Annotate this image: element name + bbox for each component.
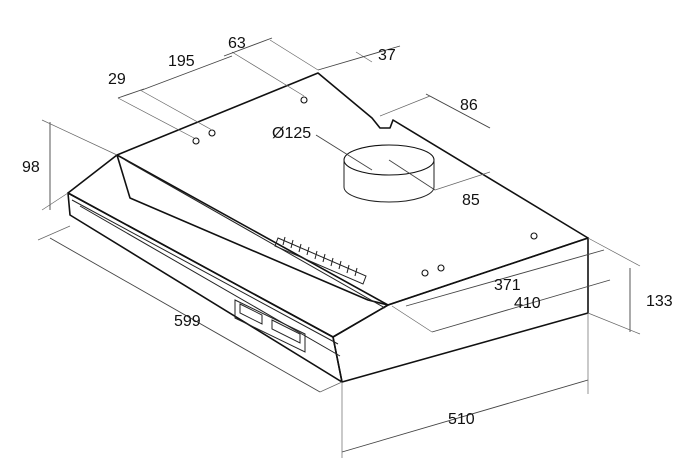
control-panel [234,299,306,353]
dim-85: 85 [462,192,480,209]
exhaust-outlet [343,144,435,203]
hood-front-face [67,154,389,338]
dim-37: 37 [378,47,396,64]
grille-frame [274,237,367,285]
dim-410: 410 [514,295,541,312]
mounting-hole [208,129,216,137]
dim-63: 63 [228,35,246,52]
front-inner-edge [71,199,339,345]
control-panel-frame [234,299,306,353]
dim-133: 133 [646,293,673,310]
hood-top-panel [116,72,589,306]
top-front-edge [124,159,386,309]
mounting-hole [421,269,429,277]
dim-510: 510 [448,411,475,428]
switch-right [271,319,301,344]
mounting-hole [437,264,445,272]
hood-bottom-strip [67,192,343,383]
hood-right-side [332,237,589,383]
dim-195: 195 [168,53,195,70]
dim-371: 371 [494,277,521,294]
dim-98: 98 [22,159,40,176]
dimension-labels: 63 195 29 37 86 Ø125 85 98 599 371 410 1… [22,35,673,428]
front-inner-edge-2 [79,205,341,357]
hood-body [67,72,589,383]
dim-29: 29 [108,71,126,88]
mounting-hole [530,232,538,240]
switch-left [239,303,263,325]
filter-grille [274,236,367,285]
dim-599: 599 [174,313,201,330]
dimension-lines [37,37,641,458]
outlet-collar [343,160,435,203]
mounting-hole [300,96,308,104]
mounting-holes [192,96,538,277]
mounting-hole [192,137,200,145]
dim-diameter-125: Ø125 [272,125,311,142]
dim-86: 86 [460,97,478,114]
